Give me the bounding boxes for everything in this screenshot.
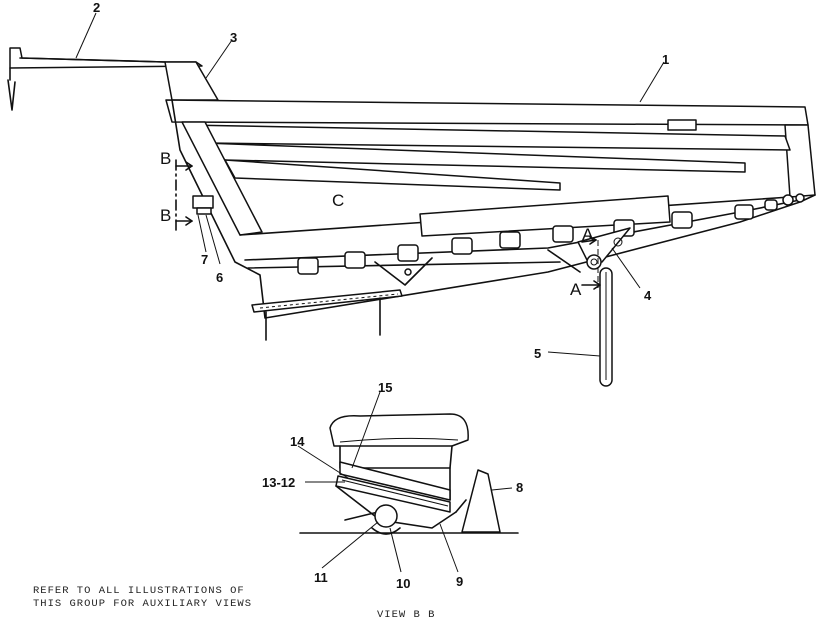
callout-10: 10 — [396, 576, 410, 591]
callout-8: 8 — [516, 480, 523, 495]
reference-note-line-1: REFER TO ALL ILLUSTRATIONS OF — [33, 585, 245, 597]
section-letters: B B A A C — [160, 149, 594, 299]
section-a-cut — [581, 236, 601, 290]
top-rail — [165, 99, 809, 126]
callout-14: 14 — [290, 434, 305, 449]
callout-2: 2 — [93, 0, 100, 15]
body-side-outline — [171, 99, 816, 319]
rail-pad — [339, 461, 451, 501]
callout-4: 4 — [644, 288, 652, 303]
callout-13-12: 13-12 — [262, 475, 295, 490]
view-bb-detail — [299, 413, 519, 535]
long-sill-bar — [419, 195, 671, 237]
chock-block — [461, 469, 501, 533]
dump-body-main-view — [7, 47, 816, 387]
callout-1: 1 — [662, 52, 669, 67]
roller — [374, 504, 398, 528]
callout-7: 7 — [201, 252, 208, 267]
section-b-top: B — [160, 149, 171, 168]
callout-5: 5 — [534, 346, 541, 361]
rear-post — [784, 124, 816, 198]
section-b-cut — [175, 159, 193, 231]
front-diagonal-frame — [181, 121, 263, 236]
reference-note-line-2: THIS GROUP FOR AUXILIARY VIEWS — [33, 598, 253, 610]
wear-strip — [335, 475, 451, 513]
callout-labels: 2 3 1 4 5 6 7 15 14 13-12 8 9 10 11 — [93, 0, 669, 591]
callout-11: 11 — [314, 570, 328, 585]
hinge-bracket — [577, 227, 631, 263]
top-bracket — [667, 119, 697, 131]
hinge-pin — [586, 254, 602, 270]
section-a-bottom: A — [570, 280, 582, 299]
callout-9: 9 — [456, 574, 463, 589]
top-pad — [329, 413, 469, 447]
view-bb-caption: VIEW B B — [377, 609, 436, 621]
front-post — [164, 61, 219, 101]
section-b-bottom: B — [160, 206, 171, 225]
cross-members — [297, 193, 805, 275]
lower-leaders — [297, 391, 513, 573]
upper-leaders — [75, 12, 665, 357]
callout-3: 3 — [230, 30, 237, 45]
section-a-top: A — [582, 225, 594, 244]
reference-note: REFER TO ALL ILLUSTRATIONS OF THIS GROUP… — [33, 585, 252, 611]
area-c-label: C — [332, 191, 344, 210]
front-clamp — [192, 195, 214, 209]
callout-6: 6 — [216, 270, 223, 285]
callout-15: 15 — [378, 380, 392, 395]
